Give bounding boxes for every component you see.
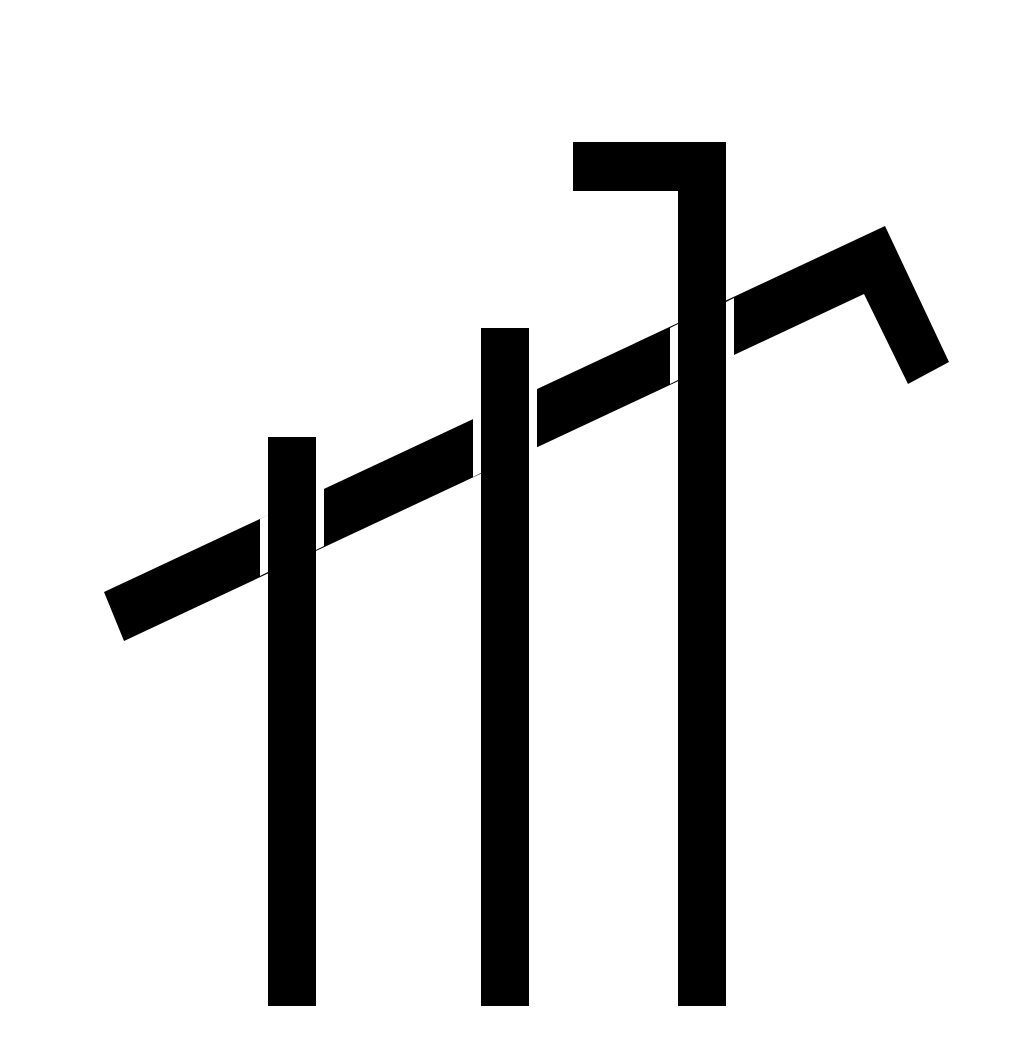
glyph-shapes [104, 142, 949, 1006]
gap-medium-left [473, 414, 481, 477]
bar-medium-cross [481, 408, 529, 470]
bar-short-cross [268, 505, 316, 565]
gap-tall-right [726, 298, 734, 360]
gap-short-right [316, 488, 324, 550]
bar-tall [678, 142, 726, 1006]
gap-short-left [260, 515, 268, 576]
gap-medium-right [529, 388, 537, 452]
bar-tall-cross [678, 316, 726, 378]
bar-tall-hook [573, 142, 726, 191]
gap-tall-left [670, 324, 678, 384]
